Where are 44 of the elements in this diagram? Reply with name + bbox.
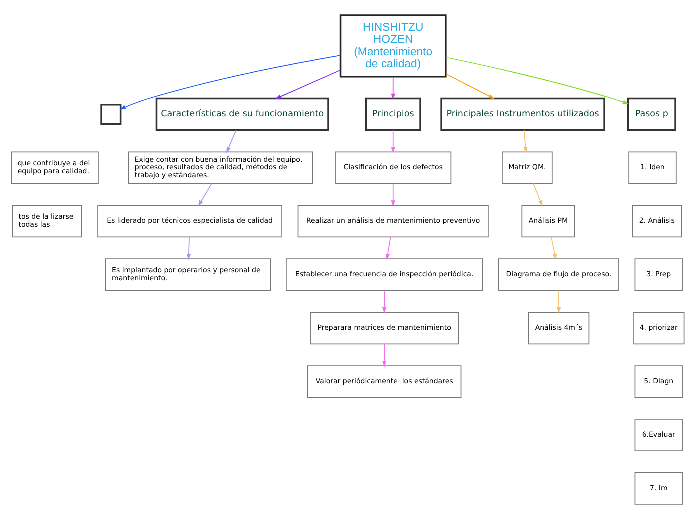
arrow [382,344,387,368]
arrow [391,130,396,154]
arrow [226,130,237,154]
node-box: Diagrama de flujo de proceso. [498,258,620,292]
arrow [198,183,212,207]
arrow [446,57,630,104]
node-box: Preparara matrices de mantenimiento [310,312,460,345]
node-box: HINSHITZU HOZEN (Mantenimiento de calidad) [340,14,447,78]
arrow [186,236,192,260]
node-box: 2. Análisis [632,205,682,238]
node-box: Realizar un análisis de mantenimiento preventivo [298,205,489,238]
node-box: 1. Iden [628,152,677,184]
arrow [386,236,392,260]
arrow [382,290,387,314]
node-box: Clasificación de los defectos [335,152,452,184]
node-box: Análisis 4m´s [528,312,590,345]
arrow [391,76,396,100]
arrow [120,55,342,110]
node-box: tos de la lizarse todas las [12,205,82,238]
node-box: 3. Prep [634,258,683,292]
arrow [551,236,558,260]
node-box: 6.Evaluar [634,419,683,452]
node-box: Pasos p [627,98,676,132]
node-box: Principios [365,98,422,132]
node-box: Análisis PM [522,205,576,238]
arrow [533,183,543,207]
node-box: que contribuye a del equipo para calidad. [11,152,99,184]
node-box: Matriz QM. [502,152,553,184]
node-box: Características de su funcionamiento [156,98,330,132]
arrow [391,183,396,207]
arrow [446,74,495,100]
arrow [556,290,562,314]
node-box: Es implantado por operarios y personal de mantenimiento. [105,258,272,292]
node-box: 7. Im [634,472,683,505]
node-box: Establecer una frecuencia de inspección periódica. [286,258,484,292]
node-box: Principales Instrumentos utilizados [440,98,606,132]
node-box: Es liderado por técnicos especialista de calidad [98,205,282,238]
node-box: Valorar periódicamente los estándares [307,366,462,398]
node-box [100,104,122,126]
node-box: 5. Diagn [634,366,683,398]
node-box: Exige contar con buena información del equipo, proceso, resultados de calidad, métodos de trabajo y estándares. [128,152,314,184]
node-box: 4. priorizar [633,312,685,345]
arrow [275,70,342,100]
arrow [524,130,528,154]
